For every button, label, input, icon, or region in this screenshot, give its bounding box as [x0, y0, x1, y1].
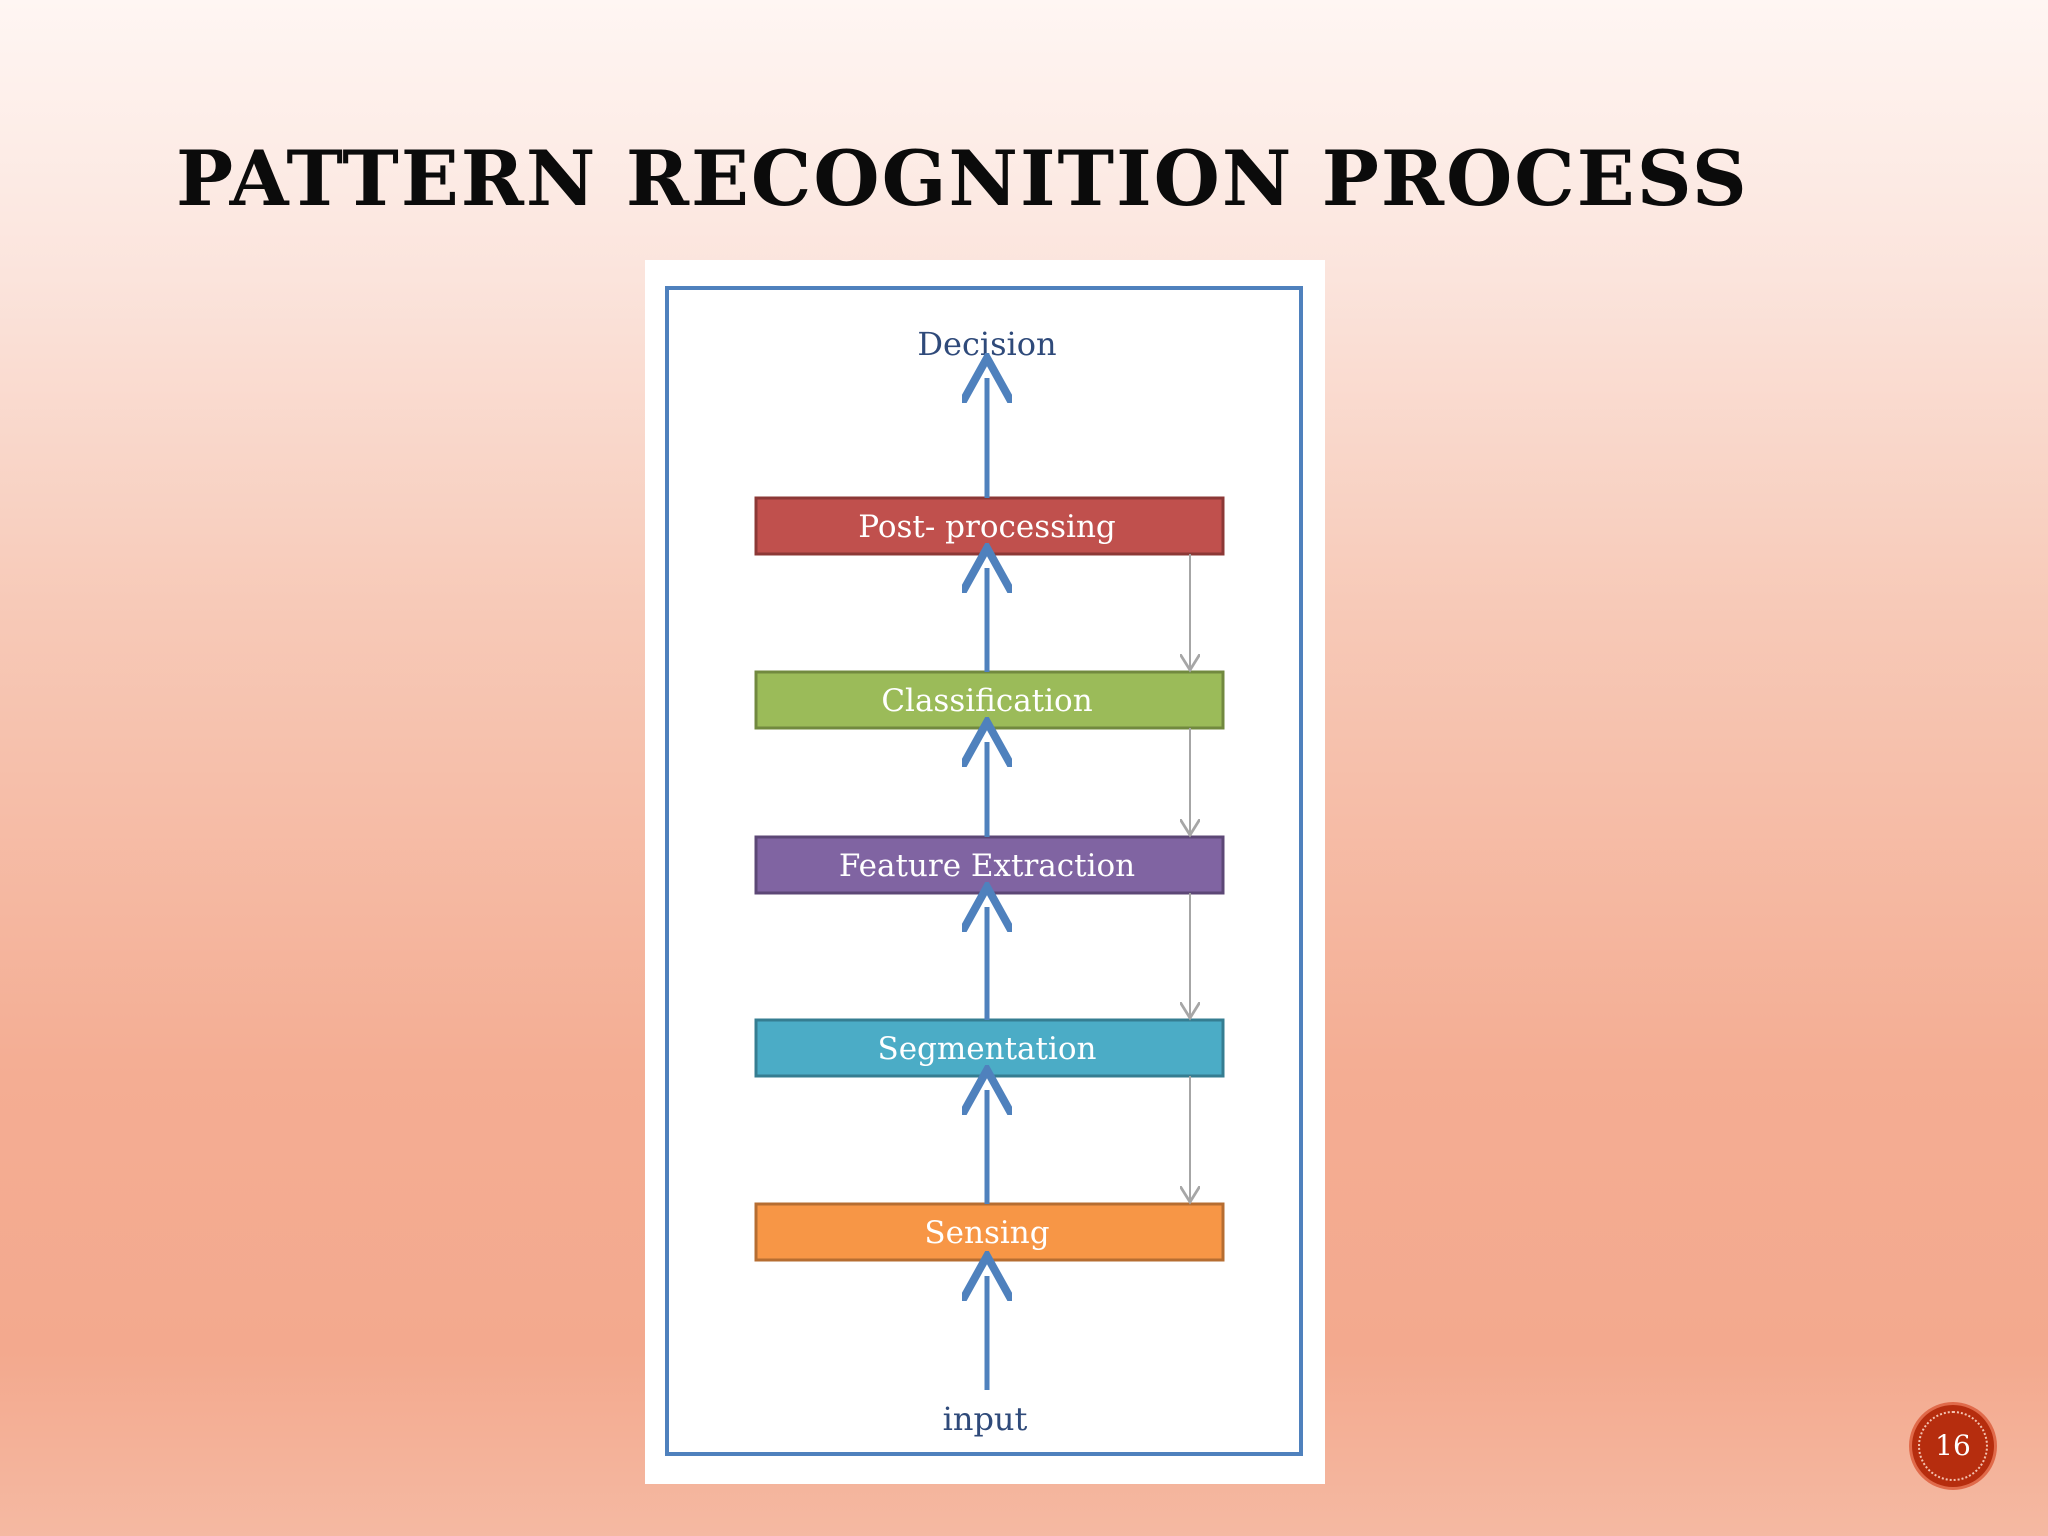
stage-label-post-processing: Post- processing [858, 509, 1116, 545]
stage-sensing: Sensing [754, 1202, 1225, 1262]
stage-post-processing: Post- processing [754, 496, 1225, 556]
slide-title: PATTERN RECOGNITION PROCESS [176, 134, 1749, 223]
slide-number: 16 [1935, 1429, 1971, 1462]
slide-number-badge: 16 [1912, 1405, 1994, 1487]
stage-label-sensing: Sensing [924, 1215, 1049, 1251]
input-label: input [943, 1400, 1028, 1438]
stage-label-classification: Classification [881, 683, 1092, 719]
decision-label: Decision [917, 325, 1056, 363]
stage-classification: Classification [754, 670, 1225, 730]
stage-feature-extraction: Feature Extraction [754, 835, 1225, 895]
arrows-layer [987, 378, 1190, 1390]
stage-label-feature-extraction: Feature Extraction [839, 848, 1135, 884]
stage-label-segmentation: Segmentation [877, 1031, 1096, 1067]
process-diagram: Decision input Post- processingClassific… [665, 286, 1303, 1456]
stage-segmentation: Segmentation [754, 1018, 1225, 1078]
